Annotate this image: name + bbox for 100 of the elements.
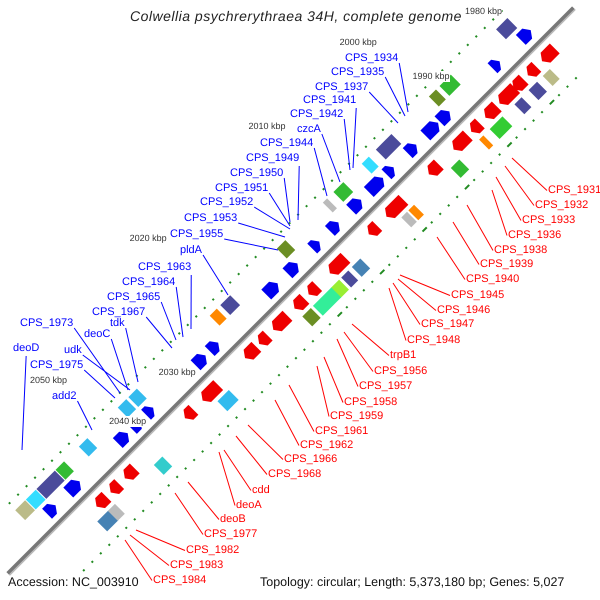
tick-label: 1990 kbp <box>412 70 450 82</box>
gene-label: CPS_1962 <box>300 439 354 452</box>
gene-label: CPS_1958 <box>344 396 398 409</box>
leader-line <box>124 540 152 581</box>
gene-label: CPS_1965 <box>107 291 160 304</box>
leader-line <box>125 328 138 382</box>
gene-label: CPS_1967 <box>92 306 146 319</box>
leader-line <box>314 148 328 196</box>
gene-label: deoB <box>220 513 246 526</box>
leader-line <box>146 316 172 348</box>
tick-label: 2020 kbp <box>130 233 167 244</box>
leader-line <box>398 62 408 112</box>
title: Colwellia psychrerythraea 34H, complete genome <box>130 8 462 25</box>
gene-label: deoC <box>84 328 110 341</box>
leader-line <box>368 92 398 124</box>
leader-line <box>248 424 284 460</box>
gene-label: CPS_1950 <box>230 167 284 180</box>
gene-label: CPS_1934 <box>345 52 398 65</box>
leader-line <box>288 384 314 432</box>
leader-line <box>74 328 120 394</box>
leader-line <box>400 274 450 296</box>
tick-label: 2000 kbp <box>340 37 377 48</box>
tick-label: 1980 kbp <box>465 6 502 17</box>
gene-label: CPS_1939 <box>480 258 534 271</box>
genome-info-text: Topology: circular; Length: 5,373,180 bp; Genes: 5,027 <box>260 575 564 590</box>
gene-label: CPS_1945 <box>451 289 504 302</box>
leader-line <box>218 452 236 506</box>
leader-line <box>190 274 192 330</box>
gene-label: CPS_1932 <box>535 199 588 212</box>
leader-line <box>344 118 350 170</box>
gene-label: CPS_1937 <box>315 81 368 94</box>
gene-label: deoA <box>236 499 262 512</box>
leader-line <box>224 238 278 250</box>
gene-label: CPS_1933 <box>522 214 576 227</box>
leader-line <box>130 534 170 566</box>
gene-label: CPS_1963 <box>138 261 192 274</box>
gene-label: CPS_1955 <box>170 228 224 241</box>
leader-line <box>202 254 228 296</box>
leader-line <box>344 332 374 372</box>
gene-label: CPS_1983 <box>170 559 224 572</box>
gene-label: CPS_1944 <box>260 137 314 150</box>
tick-label: 2040 kbp <box>109 416 146 428</box>
leader-line <box>492 190 508 236</box>
leader-line <box>224 450 252 491</box>
gene-label: CPS_1973 <box>20 317 74 330</box>
leader-line <box>236 436 268 475</box>
leader-line <box>254 206 290 230</box>
leader-line <box>352 108 357 168</box>
leader-line <box>512 158 548 191</box>
leader-line <box>174 492 204 535</box>
leader-line <box>384 76 406 116</box>
leader-line <box>388 288 406 341</box>
leader-line <box>22 356 27 450</box>
leader-line <box>398 278 436 311</box>
leader-line <box>188 482 220 520</box>
gene-label: cdd <box>252 484 270 497</box>
gene-label: deoD <box>13 342 40 355</box>
gene-label: trpB1 <box>390 349 416 362</box>
leader-line <box>84 370 116 398</box>
leader-line <box>436 236 466 280</box>
gene-label: CPS_1938 <box>494 244 548 257</box>
tick-label: 2050 kbp <box>30 375 67 386</box>
leader-line <box>76 400 92 430</box>
leader-line <box>284 178 290 222</box>
leader-line <box>82 354 130 390</box>
gene-label: udk <box>64 344 82 357</box>
leader-line <box>496 176 522 221</box>
gene-label: CPS_1966 <box>284 453 338 466</box>
gene-label: CPS_1941 <box>303 94 356 107</box>
gene-label: tdk <box>110 317 125 330</box>
leader-line <box>352 324 390 356</box>
gene-label: CPS_1975 <box>30 359 84 372</box>
leader-line <box>298 166 300 220</box>
gene-label: CPS_1946 <box>437 304 490 317</box>
leader-line <box>336 338 358 387</box>
leader-line <box>324 356 344 403</box>
accession-text: Accession: NC_003910 <box>8 575 139 590</box>
gene-label: CPS_1982 <box>186 544 240 557</box>
leader-line <box>316 366 330 417</box>
gene-label: czcA <box>297 123 321 136</box>
gene-label: CPS_1951 <box>215 182 268 195</box>
gene-label: CPS_1953 <box>184 212 238 225</box>
gene-label: CPS_1961 <box>315 425 368 438</box>
gene-label: CPS_1977 <box>204 528 258 541</box>
leader-line <box>392 282 420 325</box>
gene-label: CPS_1959 <box>330 410 384 423</box>
gene-label: CPS_1957 <box>359 380 412 393</box>
leader-line <box>466 204 494 251</box>
leader-line <box>136 530 186 551</box>
gene-label: CPS_1942 <box>290 108 344 121</box>
gene-label: pldA <box>180 244 202 257</box>
tick-label: 2030 kbp <box>158 366 196 378</box>
gene-label: CPS_1935 <box>331 66 384 79</box>
gene-label: CPS_1940 <box>466 273 520 286</box>
gene-label: CPS_1948 <box>407 334 460 347</box>
leader-line <box>160 302 176 340</box>
gene-label: CPS_1947 <box>421 318 474 331</box>
leader-line <box>274 400 300 446</box>
gene-label: CPS_1949 <box>246 152 300 165</box>
leader-line <box>504 166 534 206</box>
